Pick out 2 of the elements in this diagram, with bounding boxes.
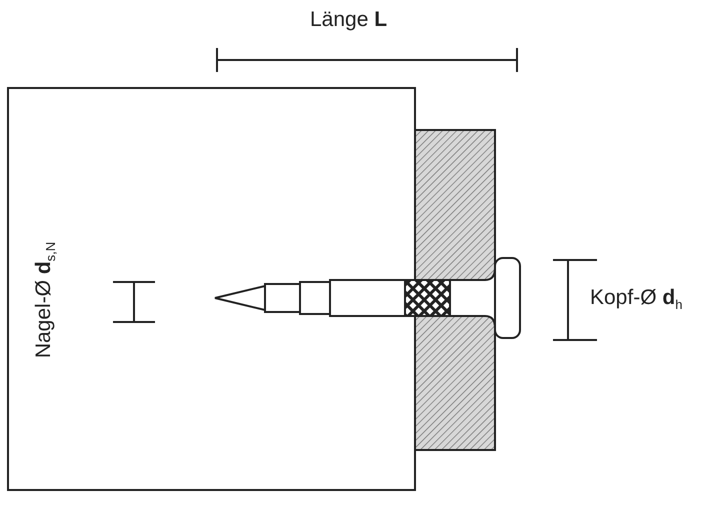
- dimension-label: Kopf-Ø d$_{h}$: [590, 286, 682, 312]
- dimension-label: Länge L: [310, 8, 388, 32]
